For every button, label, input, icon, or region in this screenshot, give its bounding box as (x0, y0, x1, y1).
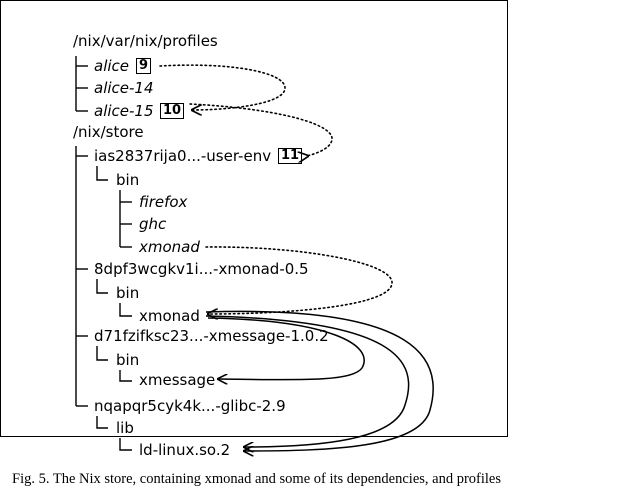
profiles-tree-lines (75, 56, 88, 112)
dir-bin[interactable]: bin (116, 284, 140, 302)
reference-arrows (205, 310, 434, 451)
figure-frame (0, 0, 508, 437)
store-path-xmonad[interactable]: 8dpf3wcgkv1i...-xmonad-0.5 (94, 260, 309, 278)
generation-badge: 9 (136, 58, 152, 74)
profile-alice[interactable]: alice (94, 57, 130, 75)
generation-badge: 11 (278, 148, 303, 164)
store-path-xmessage[interactable]: d71fzifksc23...-xmessage-1.0.2 (94, 327, 329, 345)
dir-bin[interactable]: bin (116, 351, 140, 369)
entry-ld-linux[interactable]: ld-linux.so.2 (139, 441, 231, 459)
store-root-label: /nix/store (73, 123, 144, 141)
entry-xmessage[interactable]: xmessage (139, 371, 216, 389)
store-tree-lines (75, 146, 132, 451)
profiles-root-label: /nix/var/nix/profiles (73, 32, 218, 50)
dir-bin[interactable]: bin (116, 171, 140, 189)
profile-alice-15[interactable]: alice-15 (94, 102, 154, 120)
entry-firefox[interactable]: firefox (139, 193, 188, 211)
store-path-glibc[interactable]: nqapqr5cyk4k...-glibc-2.9 (94, 397, 286, 415)
generation-badge: 10 (160, 103, 185, 119)
store-path-user-env[interactable]: ias2837rija0...-user-env (94, 147, 272, 165)
profile-alice-14[interactable]: alice-14 (94, 79, 154, 97)
figure-caption: Fig. 5. The Nix store, containing xmonad… (12, 471, 502, 487)
entry-xmonad[interactable]: xmonad (139, 307, 200, 325)
symlink-arrows (159, 64, 393, 314)
dir-lib[interactable]: lib (116, 419, 134, 437)
entry-ghc[interactable]: ghc (139, 215, 167, 233)
entry-xmonad-link[interactable]: xmonad (139, 238, 200, 256)
